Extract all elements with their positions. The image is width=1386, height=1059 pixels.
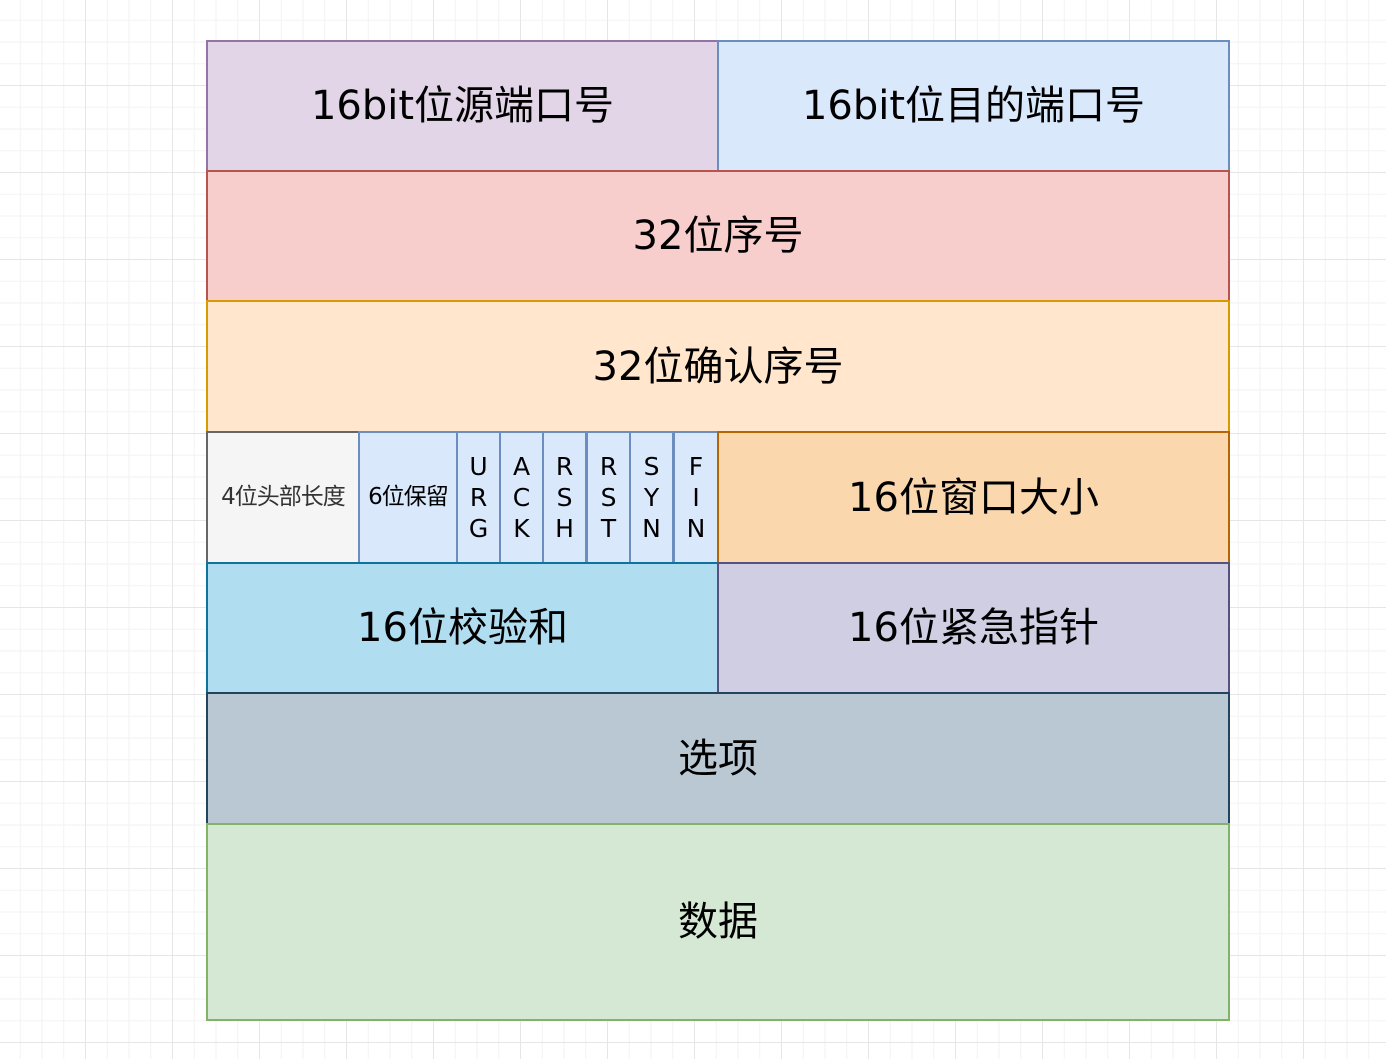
flag-char: K xyxy=(513,514,530,543)
flag-fin: F I N xyxy=(673,431,719,564)
flag-char: S xyxy=(556,483,573,512)
flag-char: H xyxy=(555,514,574,543)
flag-char: T xyxy=(600,514,617,543)
flag-char: R xyxy=(469,483,488,512)
flag-char: S xyxy=(600,483,617,512)
checksum-label: 16位校验和 xyxy=(357,605,568,651)
flag-char: G xyxy=(468,514,489,543)
sequence-number-field: 32位序号 xyxy=(206,170,1230,302)
ack-number-label: 32位确认序号 xyxy=(592,343,844,390)
flag-char: F xyxy=(688,452,704,481)
flag-char: N xyxy=(686,514,706,543)
source-port-field: 16bit位源端口号 xyxy=(206,40,719,172)
urgent-pointer-field: 16位紧急指针 xyxy=(717,562,1230,694)
options-field: 选项 xyxy=(206,692,1230,825)
destination-port-label: 16bit位目的端口号 xyxy=(801,83,1146,129)
flag-psh: R S H xyxy=(542,431,587,564)
checksum-field: 16位校验和 xyxy=(206,562,719,694)
header-length-field: 4位头部长度 xyxy=(206,431,360,564)
flag-char: R xyxy=(599,452,618,481)
urgent-pointer-label: 16位紧急指针 xyxy=(848,605,1099,651)
flag-char: C xyxy=(512,483,531,512)
flag-syn: S Y N xyxy=(629,431,674,564)
data-field: 数据 xyxy=(206,823,1230,1021)
destination-port-field: 16bit位目的端口号 xyxy=(717,40,1230,172)
sequence-number-label: 32位序号 xyxy=(632,213,804,259)
reserved-field: 6位保留 xyxy=(358,431,458,564)
flag-char: Y xyxy=(643,483,660,512)
reserved-label: 6位保留 xyxy=(368,483,449,510)
header-length-label: 4位头部长度 xyxy=(221,483,346,510)
flag-char: A xyxy=(512,452,531,481)
flag-char: R xyxy=(555,452,574,481)
options-label: 选项 xyxy=(678,735,758,782)
flag-char: U xyxy=(469,452,488,481)
flag-char: I xyxy=(692,483,700,512)
ack-number-field: 32位确认序号 xyxy=(206,300,1230,433)
window-size-field: 16位窗口大小 xyxy=(717,431,1230,564)
flag-urg: U R G xyxy=(456,431,501,564)
data-label: 数据 xyxy=(678,899,758,945)
flag-rst: R S T xyxy=(586,431,631,564)
window-size-label: 16位窗口大小 xyxy=(848,474,1099,521)
flag-char: S xyxy=(643,452,660,481)
flag-char: N xyxy=(642,514,661,543)
flag-ack: A C K xyxy=(499,431,544,564)
source-port-label: 16bit位源端口号 xyxy=(310,83,615,129)
